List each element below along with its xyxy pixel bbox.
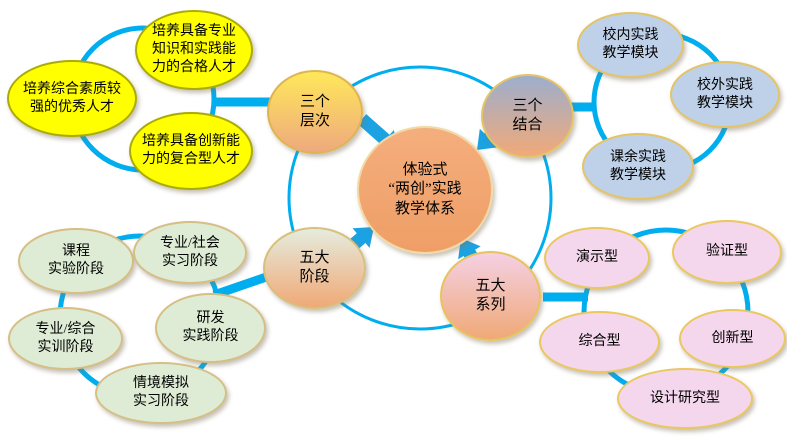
node-verification-type: 验证型 — [672, 220, 782, 284]
comprehensive-type-label: 综合型 — [578, 334, 621, 350]
node-design-research-type: 设计研究型 — [617, 368, 753, 429]
situational-simulation-internship-stage-label: 情境模拟 实习阶段 — [133, 376, 189, 409]
stages-connector-line — [212, 270, 274, 300]
innovation-type-label: 创新型 — [711, 330, 754, 346]
professional-social-internship-stage-label: 专业/社会 实习阶段 — [160, 235, 220, 269]
node-three-combinations: 三个 结合 — [481, 74, 574, 158]
three-combinations-label: 三个 结合 — [512, 97, 543, 133]
node-extracurricular-module: 课余实践 教学模块 — [582, 133, 694, 200]
node-five-stages: 五大 阶段 — [263, 227, 366, 309]
node-professional-comprehensive-training-stage: 专业/综合 实训阶段 — [8, 307, 123, 370]
design-research-type-label: 设计研究型 — [650, 390, 720, 406]
node-qualified-talents: 培养具备专业 知识和实践能 力的合格人才 — [135, 10, 253, 90]
node-composite-talents: 培养具备创新能 力的复合型人才 — [129, 112, 253, 190]
node-comprehensive-type: 综合型 — [539, 311, 660, 373]
rd-practice-stage-label: 研发 实践阶段 — [182, 311, 239, 344]
node-demonstration-type: 演示型 — [544, 227, 650, 289]
course-experiment-stage-label: 课程 实验阶段 — [48, 244, 104, 277]
center-ring-circle — [287, 65, 553, 331]
extracurricular-module-label: 课余实践 教学模块 — [610, 149, 666, 183]
node-excellent-talents: 培养综合素质较 强的优秀人才 — [7, 60, 137, 137]
node-situational-simulation-internship-stage: 情境模拟 实习阶段 — [95, 362, 227, 424]
center-label: 体验式 “两创”实践 教学体系 — [388, 162, 462, 217]
professional-comprehensive-training-stage-label: 专业/综合 实训阶段 — [35, 321, 96, 355]
node-course-experiment-stage: 课程 实验阶段 — [18, 228, 134, 294]
on-campus-module-label: 校内实践 教学模块 — [602, 28, 659, 61]
three-levels-label: 三个 层次 — [299, 93, 330, 129]
composite-talents-label: 培养具备创新能 力的复合型人才 — [142, 134, 240, 167]
verification-type-label: 验证型 — [706, 244, 748, 260]
demonstration-type-label: 演示型 — [576, 250, 618, 266]
node-on-campus-module: 校内实践 教学模块 — [577, 12, 684, 78]
node-three-levels: 三个 层次 — [267, 70, 363, 154]
five-series-label: 五大 系列 — [475, 277, 506, 313]
qualified-talents-label: 培养具备专业 知识和实践能 力的合格人才 — [152, 24, 236, 75]
node-off-campus-module: 校外实践 教学模块 — [670, 61, 780, 128]
node-center: 体验式 “两创”实践 教学体系 — [357, 126, 493, 254]
node-professional-social-internship-stage: 专业/社会 实习阶段 — [133, 221, 247, 284]
off-campus-module-label: 校外实践 教学模块 — [697, 77, 753, 111]
five-stages-label: 五大 阶段 — [299, 249, 330, 285]
node-five-series: 五大 系列 — [440, 251, 541, 341]
excellent-talents-label: 培养综合素质较 强的优秀人才 — [23, 81, 121, 115]
node-rd-practice-stage: 研发 实践阶段 — [155, 293, 266, 363]
node-innovation-type: 创新型 — [679, 309, 786, 368]
